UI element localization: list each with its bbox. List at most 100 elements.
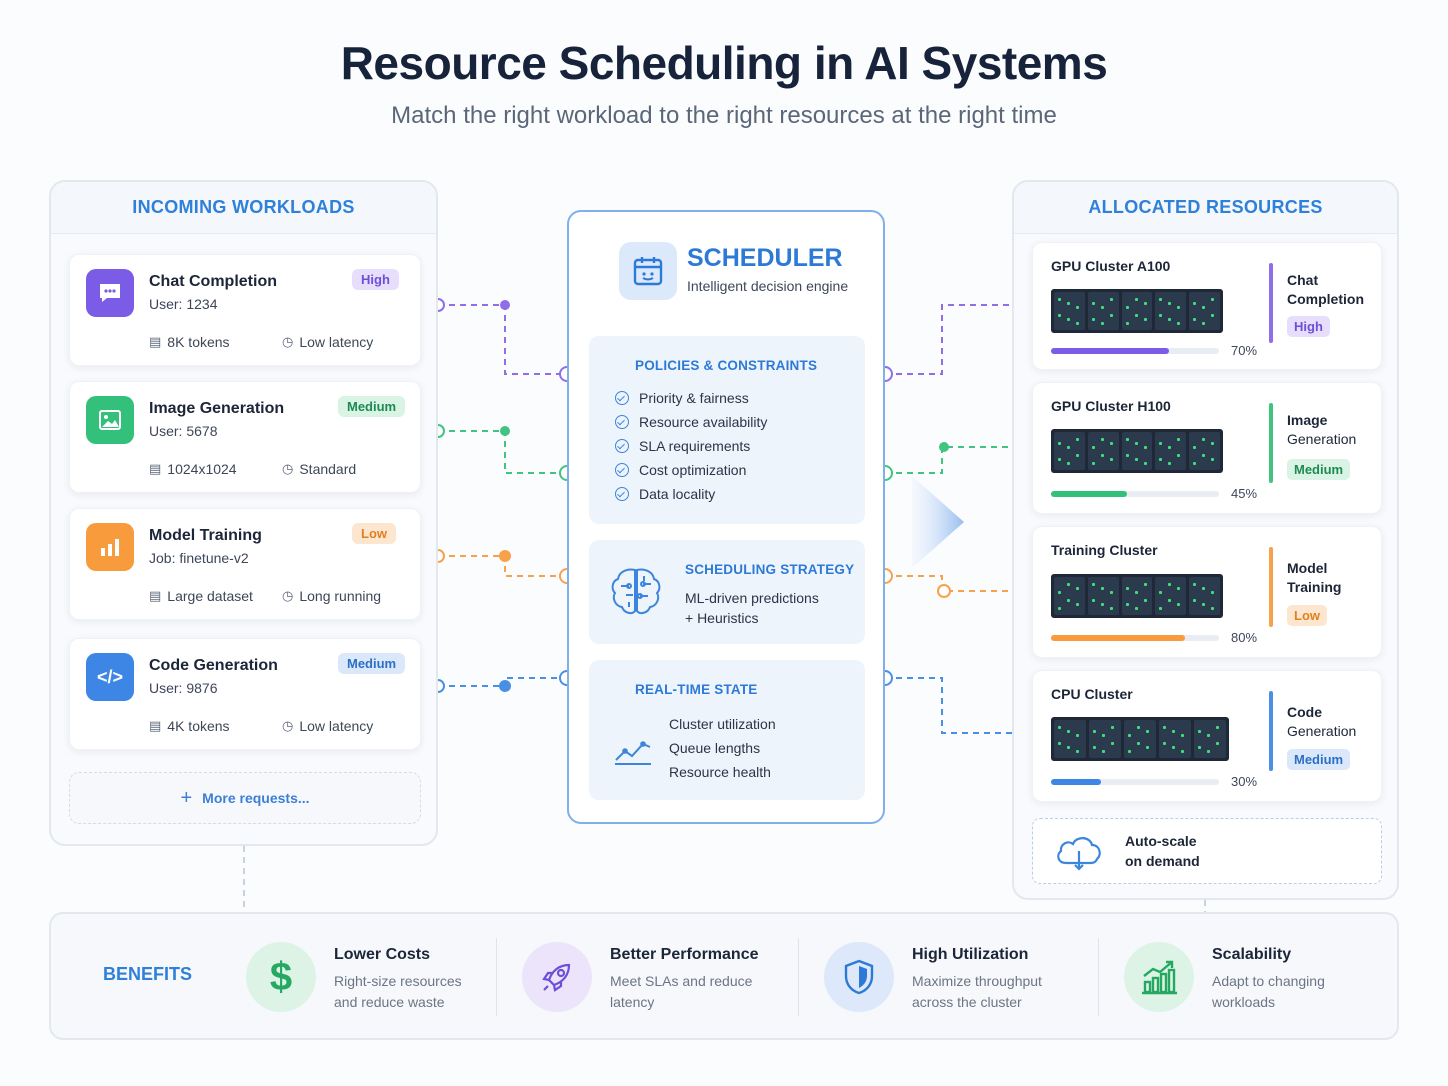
server-unit	[1087, 577, 1119, 615]
workload-user: User: 1234	[149, 296, 218, 312]
priority-badge: High	[352, 269, 399, 290]
server-unit	[1189, 577, 1220, 615]
bar-chart-icon	[86, 523, 134, 571]
priority-badge: Medium	[1287, 459, 1351, 480]
resource-name: CPU Cluster	[1051, 686, 1133, 702]
priority-badge: Medium	[338, 396, 406, 417]
server-unit	[1124, 720, 1156, 758]
image-icon	[86, 396, 134, 444]
workload-name: Code Generation	[149, 657, 278, 674]
benefits-heading: BENEFITS	[103, 964, 193, 984]
resource-name: GPU Cluster A100	[1051, 258, 1171, 274]
server-rack-icon	[1051, 289, 1223, 333]
divider	[1098, 938, 1099, 1016]
workload-meta-size: ▤4K tokens	[149, 718, 230, 734]
rocket-icon	[522, 942, 592, 1012]
priority-badge: High	[1287, 316, 1330, 337]
server-unit	[1121, 292, 1153, 330]
data-icon: ▤	[149, 588, 162, 603]
server-unit	[1189, 432, 1220, 470]
utilization-percent: 70%	[1231, 343, 1258, 358]
workload-card-training[interactable]: Model Training Job: finetune-v2 Low ▤Lar…	[69, 508, 421, 620]
workload-name: Model Training	[149, 527, 262, 544]
benefit-title: Better Performance	[610, 946, 759, 963]
code-icon: </>	[86, 653, 134, 701]
workload-meta-size: ▤Large dataset	[149, 588, 253, 604]
utilization-fill	[1051, 348, 1169, 354]
strategy-line2: + Heuristics	[685, 610, 759, 626]
check-circle-icon	[615, 391, 629, 405]
workload-card-code[interactable]: </> Code Generation User: 9876 Medium ▤4…	[69, 638, 421, 750]
utilization-bar	[1051, 348, 1219, 354]
workload-meta-latency: ◷Standard	[282, 461, 357, 477]
benefit-title: High Utilization	[912, 946, 1029, 963]
utilization-bar	[1051, 635, 1219, 641]
policy-item: SLA requirements	[615, 438, 750, 454]
server-unit	[1089, 720, 1121, 758]
workload-meta-latency: ◷Long running	[282, 588, 382, 604]
state-item: Queue lengths	[669, 740, 761, 756]
resource-name: GPU Cluster H100	[1051, 398, 1171, 414]
utilization-percent: 80%	[1231, 630, 1258, 645]
benefit-title: Scalability	[1212, 946, 1292, 963]
page-subtitle: Match the right workload to the right re…	[391, 102, 1057, 129]
state-item: Resource health	[669, 764, 771, 780]
shield-icon	[824, 942, 894, 1012]
resource-name: Training Cluster	[1051, 542, 1158, 558]
more-requests-button[interactable]: + More requests...	[69, 772, 421, 824]
scheduler-subtitle: Intelligent decision engine	[687, 278, 849, 294]
page-title: Resource Scheduling in AI Systems	[340, 37, 1108, 89]
calendar-icon	[619, 242, 677, 300]
priority-badge: Low	[1287, 605, 1327, 626]
divider	[496, 938, 497, 1016]
allocated-resources-panel: ALLOCATED RESOURCES GPU Cluster A100 70%…	[1012, 180, 1399, 900]
scheduler-title: SCHEDULER	[687, 244, 843, 272]
workload-card-image[interactable]: Image Generation User: 5678 Medium ▤1024…	[69, 381, 421, 493]
benefit-description: Right-size resources and reduce waste	[334, 973, 462, 1010]
workload-meta-size: ▤1024x1024	[149, 461, 237, 477]
divider	[798, 938, 799, 1016]
realtime-state-title: REAL-TIME STATE	[635, 682, 758, 697]
clock-icon: ◷	[282, 461, 294, 476]
workload-color-marker	[1269, 403, 1273, 483]
server-unit	[1189, 292, 1220, 330]
workload-name: Chat Completion	[149, 273, 277, 290]
autoscale-box[interactable]: Auto-scale on demand	[1032, 818, 1382, 884]
workload-color-marker	[1269, 547, 1273, 627]
priority-badge: Medium	[1287, 749, 1351, 770]
server-rack-icon	[1051, 717, 1229, 761]
workload-name: Image Generation	[149, 400, 285, 417]
workload-user: User: 9876	[149, 680, 218, 696]
policy-item: Cost optimization	[615, 462, 746, 478]
workload-color-marker	[1269, 691, 1273, 771]
check-circle-icon	[615, 415, 629, 429]
benefit-title: Lower Costs	[334, 946, 431, 963]
policy-item: Priority & fairness	[615, 390, 749, 406]
benefit-description: Maximize throughput across the cluster	[912, 973, 1042, 1010]
workload-card-chat[interactable]: Chat Completion User: 1234 High ▤8K toke…	[69, 254, 421, 366]
utilization-fill	[1051, 779, 1102, 785]
cloud-icon	[1053, 831, 1105, 878]
flow-arrow-icon	[912, 476, 964, 568]
realtime-state-box: REAL-TIME STATE Cluster utilization Queu…	[589, 660, 865, 800]
policies-title: POLICIES & CONSTRAINTS	[635, 358, 818, 373]
priority-badge: Low	[352, 523, 396, 544]
clock-icon: ◷	[282, 588, 294, 603]
utilization-percent: 30%	[1231, 774, 1258, 789]
policy-item: Data locality	[615, 486, 715, 502]
server-rack-icon	[1051, 429, 1223, 473]
brain-icon	[607, 562, 665, 625]
utilization-bar	[1051, 779, 1219, 785]
server-unit	[1054, 432, 1085, 470]
server-unit	[1054, 720, 1086, 758]
scheduler-panel: SCHEDULER Intelligent decision engine PO…	[567, 210, 885, 824]
utilization-fill	[1051, 491, 1127, 497]
